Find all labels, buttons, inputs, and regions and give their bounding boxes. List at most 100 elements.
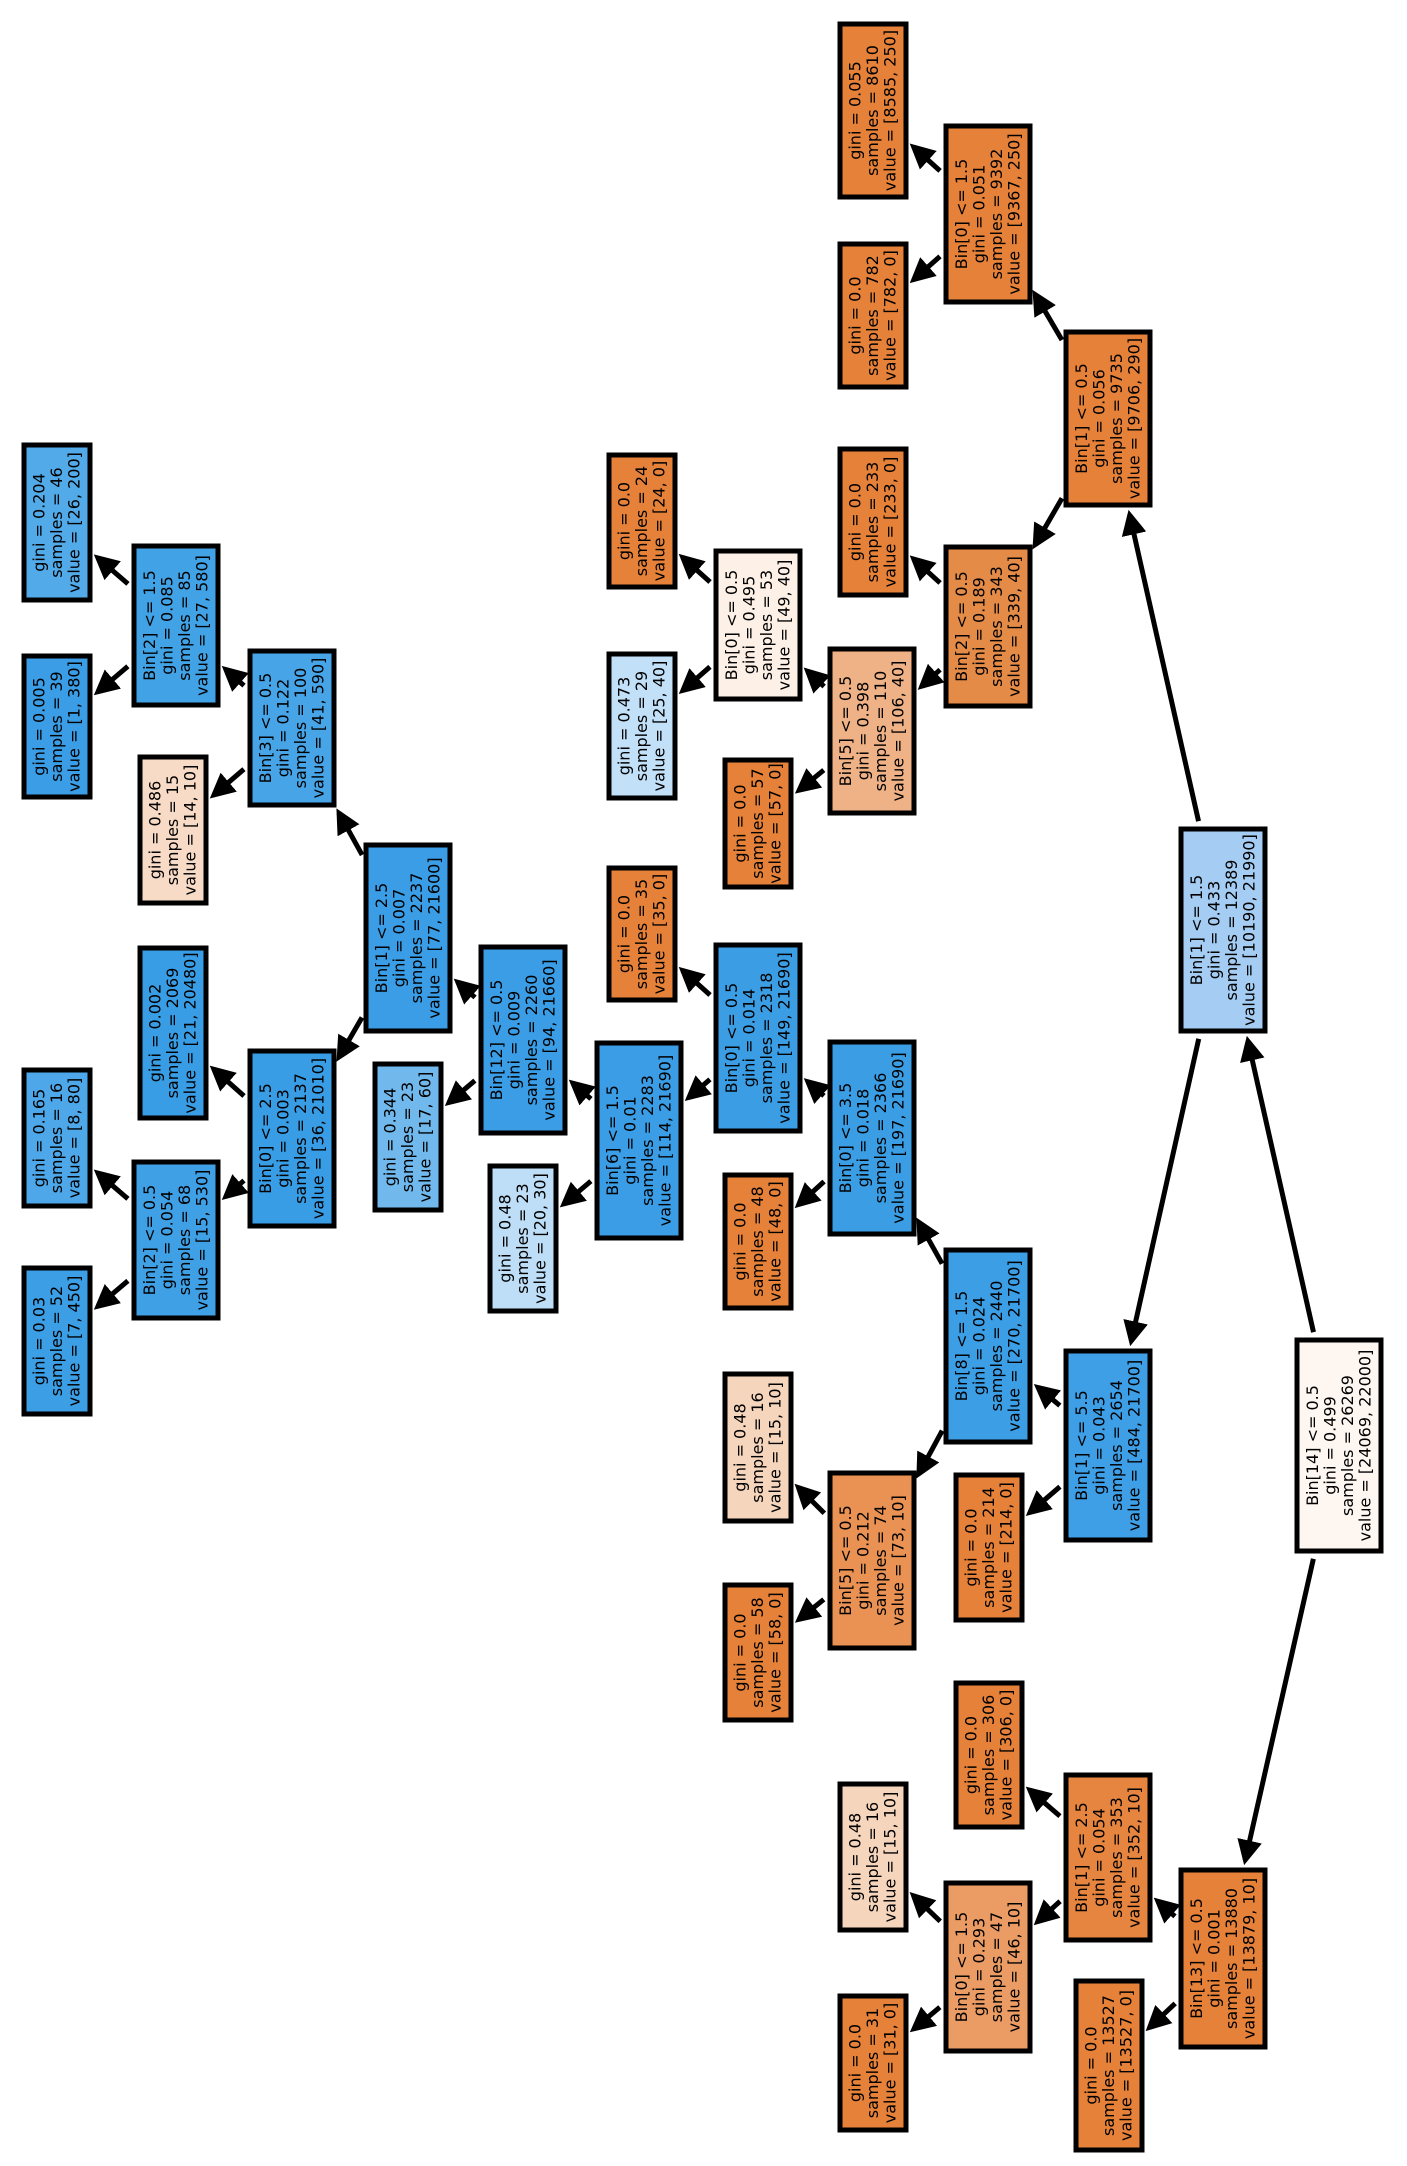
node-label: Bin[0] <= 2.5gini = 0.003samples = 2137v… (256, 1058, 328, 1219)
node-label: Bin[5] <= 0.5gini = 0.398samples = 110va… (836, 661, 908, 802)
node-box (247, 1048, 337, 1229)
edge-n28-n29 (93, 1169, 130, 1201)
node-label: Bin[13] <= 0.5gini = 0.001samples = 1388… (1187, 1878, 1259, 2039)
node-line: value = [306, 0] (997, 1690, 1016, 1821)
node-line: samples = 74 (871, 1505, 890, 1615)
node-box (722, 1172, 794, 1311)
node-line: value = [17, 60] (416, 1072, 435, 1203)
node-line: gini = 0.024 (969, 1297, 988, 1396)
node-line: value = [15, 10] (881, 1792, 900, 1923)
node-line: gini = 0.009 (504, 991, 523, 1090)
tree-node: gini = 0.165samples = 16value = [8, 80] (21, 1067, 93, 1209)
edge-n13-n37 (1025, 1484, 1062, 1516)
node-line: samples = 2654 (1107, 1380, 1126, 1511)
tree-node: Bin[0] <= 1.5gini = 0.293samples = 47val… (943, 1880, 1033, 2054)
node-label: gini = 0.473samples = 29value = [25, 40] (615, 661, 669, 792)
node-box (247, 648, 337, 808)
node-label: gini = 0.055samples = 8610value = [8585,… (846, 30, 900, 191)
node-line: Bin[1] <= 1.5 (1187, 875, 1206, 986)
node-line: samples = 26269 (1338, 1375, 1357, 1516)
node-line: samples = 2260 (522, 975, 541, 1106)
node-line: gini = 0.085 (157, 576, 176, 675)
edge-n1-n2 (1121, 509, 1201, 822)
node-line: samples = 48 (748, 1186, 767, 1296)
node-line: samples = 214 (979, 1487, 998, 1608)
node-line: gini = 0.344 (381, 1088, 400, 1187)
node-label: gini = 0.0samples = 31value = [31, 0] (846, 2003, 900, 2123)
node-line: samples = 782 (863, 255, 882, 376)
edge-n41-n43 (909, 2005, 942, 2033)
node-line: gini = 0.0 (615, 482, 634, 560)
node-box (827, 1039, 917, 1237)
node-label: gini = 0.486samples = 15value = [14, 10] (146, 765, 200, 896)
node-line: gini = 0.0 (615, 895, 634, 973)
node-line: gini = 0.189 (969, 577, 988, 676)
node-line: samples = 15 (163, 775, 182, 885)
node-line: value = [41, 590] (308, 658, 327, 799)
node-line: value = [9367, 250] (1004, 133, 1023, 294)
node-line: Bin[5] <= 0.5 (836, 676, 855, 787)
tree-node: gini = 0.0samples = 31value = [31, 0] (837, 1993, 909, 2133)
node-label: gini = 0.0samples = 48value = [48, 0] (731, 1181, 785, 1301)
node-label: gini = 0.03samples = 52value = [7, 450] (30, 1276, 84, 1407)
node-label: Bin[2] <= 1.5gini = 0.085samples = 85val… (140, 555, 212, 696)
node-line: value = [49, 40] (774, 560, 793, 691)
node-box (594, 1040, 684, 1241)
node-line: value = [1, 380] (65, 661, 84, 792)
edge-n9-n11 (678, 664, 712, 694)
node-label: gini = 0.0samples = 58value = [58, 0] (731, 1592, 785, 1712)
node-line: Bin[0] <= 0.5 (722, 570, 741, 681)
node-line: samples = 2318 (757, 973, 776, 1104)
node-line: gini = 0.005 (30, 677, 49, 776)
node-box (1063, 1772, 1153, 1943)
node-label: gini = 0.0samples = 13527value = [13527,… (1082, 1990, 1136, 2141)
node-box (1073, 1978, 1145, 2153)
tree-node: Bin[2] <= 1.5gini = 0.085samples = 85val… (131, 543, 221, 708)
edge-n39-n41 (1033, 1899, 1062, 1926)
edge-n15-n16 (803, 1078, 831, 1105)
edge-n28-n30 (93, 1278, 130, 1310)
node-label: gini = 0.0samples = 306value = [306, 0] (962, 1690, 1016, 1821)
node-box (722, 1371, 794, 1524)
node-line: samples = 16 (47, 1083, 66, 1193)
edge-n21-n25 (209, 767, 246, 799)
edge-n39-n40 (1025, 1786, 1062, 1818)
edge-n1-n13 (1123, 1038, 1202, 1347)
node-line: gini = 0.0 (962, 1716, 981, 1794)
node-label: Bin[1] <= 0.5gini = 0.056samples = 9735v… (1072, 338, 1144, 499)
node-line: samples = 68 (175, 1185, 194, 1295)
node-line: samples = 16 (863, 1802, 882, 1912)
edge-n15-n33 (794, 1179, 826, 1209)
edge-n3-n4 (909, 143, 942, 173)
node-line: value = [13879, 10] (1239, 1878, 1258, 2039)
node-line: value = [484, 21700] (1124, 1360, 1143, 1531)
node-line: samples = 100 (291, 668, 310, 789)
node-line: gini = 0.043 (1089, 1396, 1108, 1495)
node-label: Bin[0] <= 1.5gini = 0.051samples = 9392v… (952, 133, 1024, 294)
node-line: Bin[8] <= 1.5 (952, 1291, 971, 1402)
node-label: Bin[2] <= 0.5gini = 0.054samples = 68val… (140, 1170, 212, 1311)
tree-node: Bin[2] <= 0.5gini = 0.054samples = 68val… (131, 1159, 221, 1321)
node-line: Bin[14] <= 0.5 (1303, 1385, 1322, 1506)
node-label: Bin[0] <= 0.5gini = 0.495samples = 53val… (722, 560, 794, 691)
node-line: samples = 57 (748, 768, 767, 878)
tree-node: Bin[0] <= 3.5gini = 0.018samples = 2366v… (827, 1039, 917, 1237)
tree-node: gini = 0.48samples = 23value = [20, 30] (487, 1163, 559, 1314)
node-line: gini = 0.486 (146, 781, 165, 880)
edge-n3-n5 (909, 254, 942, 284)
node-line: value = [149, 21690] (774, 952, 793, 1123)
node-box (953, 1472, 1025, 1623)
tree-node: Bin[8] <= 1.5gini = 0.024samples = 2440v… (943, 1247, 1033, 1445)
tree-node: Bin[1] <= 1.5gini = 0.433samples = 12389… (1178, 826, 1268, 1034)
node-box (1178, 826, 1268, 1034)
node-label: Bin[2] <= 0.5gini = 0.189samples = 343va… (952, 556, 1024, 697)
node-line: samples = 9735 (1107, 353, 1126, 484)
node-box (606, 651, 678, 801)
tree-node: Bin[2] <= 0.5gini = 0.189samples = 343va… (943, 544, 1033, 709)
node-line: gini = 0.204 (30, 473, 49, 572)
node-line: samples = 9392 (987, 149, 1006, 280)
edge-n14-n34 (916, 1429, 945, 1479)
tree-node: Bin[14] <= 0.5gini = 0.499samples = 2626… (1294, 1337, 1384, 1554)
tree-node: Bin[1] <= 2.5gini = 0.054samples = 353va… (1063, 1772, 1153, 1943)
